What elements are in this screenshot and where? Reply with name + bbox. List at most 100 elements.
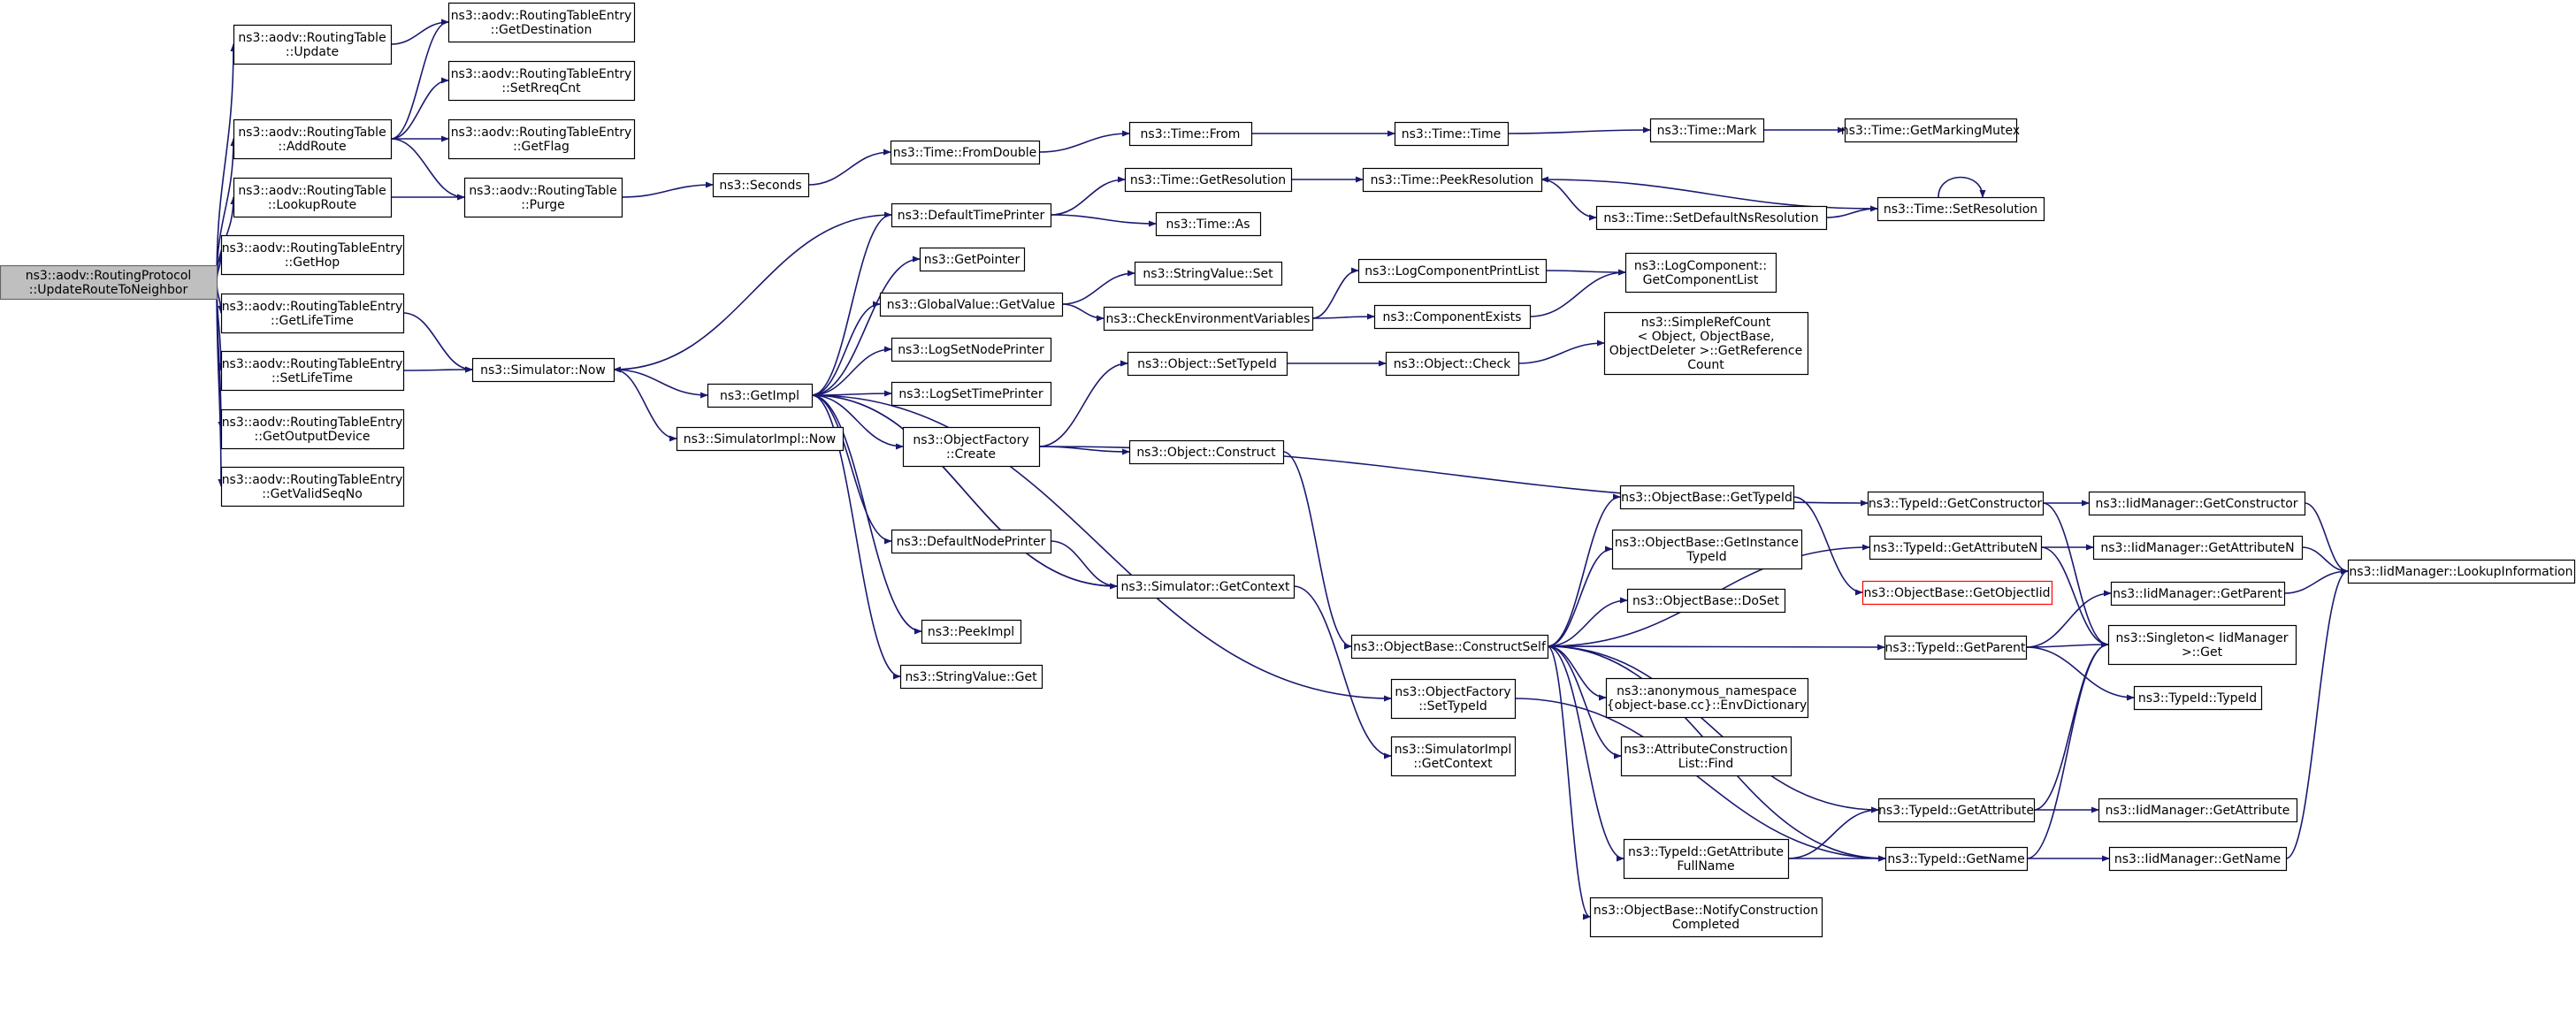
node-iid-getconstructor[interactable]: ns3::IidManager::GetConstructor [2088,491,2306,516]
node-box [1103,306,1314,332]
node-sim-getcontext[interactable]: ns3::Simulator::GetContext [1116,574,1296,599]
node-globalvalue-getvalue[interactable]: ns3::GlobalValue::GetValue [879,292,1064,317]
edge-arrow [811,301,881,396]
node-rte-getdest[interactable]: ns3::aodv::RoutingTableEntry::GetDestina… [447,2,636,43]
node-time-time[interactable]: ns3::Time::Time [1394,121,1510,147]
node-label: ::SetRreqCnt [501,81,581,95]
edge-arrow [1050,176,1126,216]
node-box [1390,678,1517,720]
node-rte-getvalidseq[interactable]: ns3::aodv::RoutingTableEntry::GetValidSe… [220,466,405,507]
node-time-getmarkingmutex[interactable]: ns3::Time::GetMarkingMutex [1841,118,2020,143]
node-iid-getattributen[interactable]: ns3::IidManager::GetAttributeN [2092,535,2304,561]
edge-arrow [1311,313,1375,320]
node-rt-purge[interactable]: ns3::aodv::RoutingTable::Purge [463,177,623,218]
node-iid-getattribute[interactable]: ns3::IidManager::GetAttribute [2098,797,2298,823]
node-rte-gethop[interactable]: ns3::aodv::RoutingTableEntry::GetHop [220,234,405,276]
node-objectbase-doset[interactable]: ns3::ObjectBase::DoSet [1626,588,1786,614]
node-getpointer[interactable]: ns3::GetPointer [919,247,1026,272]
edge-getimpl-to-getpointer [811,256,921,396]
node-sim-now[interactable]: ns3::Simulator::Now [471,357,615,383]
node-objectfactory-create[interactable]: ns3::ObjectFactory::Create [902,426,1041,468]
node-box [1116,574,1296,599]
node-rt-lookup[interactable]: ns3::aodv::RoutingTable::LookupRoute [233,177,393,218]
node-getimpl[interactable]: ns3::GetImpl [707,383,814,408]
node-logsetnodeprinter[interactable]: ns3::LogSetNodePrinter [891,337,1052,362]
node-iid-lookupinfo[interactable]: ns3::IidManager::LookupInformation [2347,559,2576,584]
edge-defaulttimeprinter-to-time-as [1050,214,1157,227]
node-objectbase-gettypeid[interactable]: ns3::ObjectBase::GetTypeId [1619,484,1795,510]
node-box [1128,121,1253,147]
node-defaulttimeprinter[interactable]: ns3::DefaultTimePrinter [891,202,1052,228]
edge-typeid-getconstructor-to-singleton-get [2042,502,2109,648]
node-rt-addroute[interactable]: ns3::aodv::RoutingTable::AddRoute [233,118,393,160]
node-time-as[interactable]: ns3::Time::As [1155,211,1262,237]
node-typeid-getname[interactable]: ns3::TypeId::GetName [1884,846,2029,872]
edge-arrow [2025,590,2112,648]
node-label: ns3::IidManager::GetConstructor [2095,497,2297,511]
node-time-setresolution[interactable]: ns3::Time::SetResolution [1877,196,2045,222]
node-stringvalue-get[interactable]: ns3::StringValue::Get [899,664,1043,690]
node-rte-setrreq[interactable]: ns3::aodv::RoutingTableEntry::SetRreqCnt [447,60,636,102]
node-simimpl-now[interactable]: ns3::SimulatorImpl::Now [676,426,845,452]
node-defaultnodeprinter[interactable]: ns3::DefaultNodePrinter [891,529,1052,554]
node-checkenv[interactable]: ns3::CheckEnvironmentVariables [1103,306,1314,332]
node-typeid-getparent[interactable]: ns3::TypeId::GetParent [1884,635,2028,660]
edge-arrow [390,19,449,140]
node-singleton-get[interactable]: ns3::Singleton< IidManager>::Get [2107,624,2297,666]
node-box [899,664,1043,690]
node-object-check[interactable]: ns3::Object::Check [1385,351,1520,377]
node-logsettimeprinter[interactable]: ns3::LogSetTimePrinter [891,381,1052,407]
node-typeid-getattribute[interactable]: ns3::TypeId::GetAttribute [1877,797,2036,823]
node-time-fromdouble[interactable]: ns3::Time::FromDouble [890,140,1041,165]
node-rt-update[interactable]: ns3::aodv::RoutingTable::Update [233,24,393,65]
edge-rte-getlifetime-to-sim-now [402,312,473,373]
node-objectbase-notify[interactable]: ns3::ObjectBase::NotifyConstructionCompl… [1589,896,1823,938]
node-peekimpl[interactable]: ns3::PeekImpl [921,619,1022,645]
node-box [2107,624,2297,666]
node-rte-getlifetime[interactable]: ns3::aodv::RoutingTableEntry::GetLifeTim… [220,293,405,334]
node-time-mark[interactable]: ns3::Time::Mark [1649,118,1765,143]
node-simplerefcount[interactable]: ns3::SimpleRefCount< Object, ObjectBase,… [1603,311,1809,376]
node-root[interactable]: ns3::aodv::RoutingProtocol::UpdateRouteT… [0,264,218,301]
node-label: ns3::aodv::RoutingTable [238,126,386,140]
node-seconds[interactable]: ns3::Seconds [712,172,810,198]
edge-arrow [811,394,922,635]
edge-time-fromdouble-to-time-from [1038,130,1130,153]
node-typeid-getconstructor[interactable]: ns3::TypeId::GetConstructor [1867,491,2045,516]
node-iid-getname[interactable]: ns3::IidManager::GetName [2108,846,2288,872]
node-time-from[interactable]: ns3::Time::From [1128,121,1253,147]
node-objectbase-getobjectiid[interactable]: ns3::ObjectBase::GetObjectIid [1861,580,2053,606]
node-object-construct[interactable]: ns3::Object::Construct [1128,439,1285,465]
node-label: ObjectDeleter >::GetReference [1609,344,1802,358]
node-time-setdefaultns[interactable]: ns3::Time::SetDefaultNsResolution [1595,205,1828,231]
node-typeid-getattributen[interactable]: ns3::TypeId::GetAttributeN [1869,535,2043,561]
node-box [1884,846,2029,872]
node-objectfactory-settypeid[interactable]: ns3::ObjectFactory::SetTypeId [1390,678,1517,720]
node-logcomponentprintlist[interactable]: ns3::LogComponentPrintList [1357,258,1548,284]
node-rte-setlifetime[interactable]: ns3::aodv::RoutingTableEntry::SetLifeTim… [220,350,405,392]
edge-arrow [1529,269,1626,317]
node-logcomponent-getlist[interactable]: ns3::LogComponent::GetComponentList [1624,252,1777,294]
node-label: ns3::aodv::RoutingTableEntry [451,67,632,81]
node-componentexists[interactable]: ns3::ComponentExists [1373,304,1532,330]
node-iid-getparent[interactable]: ns3::IidManager::GetParent [2110,581,2286,607]
node-label: ns3::ObjectFactory [913,433,1028,447]
node-object-settypeid[interactable]: ns3::Object::SetTypeId [1127,351,1288,377]
edge-arrow [2283,568,2349,594]
node-objectbase-constructself[interactable]: ns3::ObjectBase::ConstructSelf [1350,634,1549,660]
node-time-peekresolution[interactable]: ns3::Time::PeekResolution [1362,167,1543,193]
edge-object-construct-to-objectbase-constructself [1282,451,1352,650]
node-stringvalue-set[interactable]: ns3::StringValue::Set [1134,261,1283,286]
node-rte-getflag[interactable]: ns3::aodv::RoutingTableEntry::GetFlag [447,118,636,160]
node-rte-getoutdev[interactable]: ns3::aodv::RoutingTableEntry::GetOutputD… [220,408,405,450]
edge-arrow [811,211,892,396]
edge-arrow [2025,646,2135,701]
node-label: ns3::Time::As [1166,217,1250,232]
node-time-getresolution[interactable]: ns3::Time::GetResolution [1124,167,1293,193]
node-anon-envdict[interactable]: ns3::anonymous_namespace{object-base.cc}… [1605,677,1809,719]
node-simimpl-getcontext[interactable]: ns3::SimulatorImpl::GetContext [1390,736,1517,777]
node-typeid-typeid[interactable]: ns3::TypeId::TypeId [2133,685,2263,711]
